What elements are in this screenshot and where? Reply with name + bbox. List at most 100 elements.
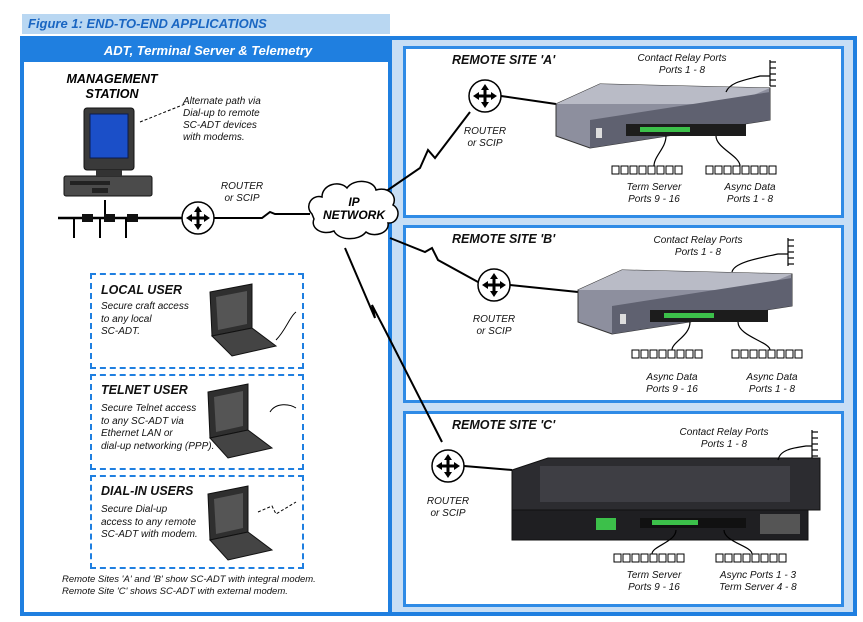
ip-network-line1: IP (348, 195, 360, 209)
footnote-line: Remote Sites 'A' and 'B' show SC-ADT wit… (62, 574, 316, 585)
desc-line: Secure craft access (101, 301, 189, 312)
relay-label-line1: Contact Relay Ports (653, 235, 743, 246)
port-label-line1: Async Data (724, 182, 776, 193)
site-b-left-port-label: Async Data Ports 9 - 16 (632, 372, 712, 396)
lan-to-router-link (213, 210, 310, 219)
port-pin (667, 349, 676, 359)
left-panel-header: ADT, Terminal Server & Telemetry (24, 40, 392, 62)
telnet-user-description: Secure Telnet access to any SC-ADT via E… (101, 403, 214, 453)
router-label-line2: or SCIP (476, 326, 512, 337)
footnote: Remote Sites 'A' and 'B' show SC-ADT wit… (62, 574, 316, 598)
management-station-icon (63, 103, 186, 197)
dial-in-laptop-icon (207, 485, 297, 561)
ip-network-label: IP NETWORK (318, 196, 390, 222)
port-pin (674, 165, 683, 175)
port-pin (640, 553, 649, 563)
main-router-label: ROUTER or SCIP (212, 181, 272, 205)
network-to-site-a-link (384, 111, 471, 193)
figure-frame (20, 36, 857, 616)
relay-label-line2: Ports 1 - 8 (658, 65, 706, 76)
port-label-line1: Async Data (646, 372, 698, 383)
port-label-line2: Ports 9 - 16 (628, 582, 680, 593)
relay-label-line2: Ports 1 - 8 (700, 439, 748, 450)
router-label-line2: or SCIP (430, 508, 466, 519)
port-label-line2: Ports 9 - 16 (628, 194, 680, 205)
desc-line: Secure Telnet access (101, 403, 197, 414)
port-label-line2: Ports 9 - 16 (646, 384, 698, 395)
router-label-line1: ROUTER (426, 496, 470, 507)
telnet-user-title: TELNET USER (101, 383, 188, 397)
router-label-line1: ROUTER (220, 181, 264, 192)
port-pin (638, 165, 647, 175)
port-pin (741, 165, 750, 175)
port-pin (714, 165, 723, 175)
site-b-router-label: ROUTER or SCIP (464, 314, 524, 338)
port-pin (776, 349, 785, 359)
port-connectors (611, 165, 803, 563)
port-pin (740, 349, 749, 359)
port-label-line2: Ports 1 - 8 (748, 384, 796, 395)
sc-adt-unit-b-icon (577, 269, 793, 335)
site-c-right-port-label: Async Ports 1 - 3 Term Server 4 - 8 (708, 570, 808, 594)
desc-line: to any local (101, 313, 152, 325)
sc-adt-unit-a-icon (555, 83, 771, 149)
port-pin (758, 349, 767, 359)
desc-line: dial-up networking (PPP). (101, 440, 215, 452)
telnet-user-box (90, 374, 304, 470)
port-pin (640, 349, 649, 359)
desc-line: SC-ADT. (101, 326, 141, 337)
port-pin (631, 349, 640, 359)
management-title-line1: MANAGEMENT (66, 72, 158, 86)
port-label-line2: Term Server 4 - 8 (719, 582, 797, 593)
desc-line: Ethernet LAN or (101, 428, 173, 439)
remote-site-c-title: REMOTE SITE 'C' (452, 418, 556, 432)
local-user-laptop-icon (209, 283, 297, 357)
port-pin (785, 349, 794, 359)
port-pin (676, 553, 685, 563)
ip-network-cloud (308, 180, 399, 240)
port-pin (778, 553, 787, 563)
site-a-router-icon (468, 79, 502, 113)
contact-relay-leads (651, 60, 818, 555)
port-pin (759, 165, 768, 175)
network-to-site-c-link (344, 247, 443, 443)
figure-title: Figure 1: END-TO-END APPLICATIONS (22, 14, 390, 34)
note-line: Dial-up to remote (183, 108, 260, 119)
router-label-line1: ROUTER (472, 314, 516, 325)
network-links (58, 111, 479, 443)
port-pin (694, 349, 703, 359)
port-pin (732, 165, 741, 175)
port-pin (750, 165, 759, 175)
relay-label-line1: Contact Relay Ports (679, 427, 769, 438)
port-pin (742, 553, 751, 563)
desc-line: SC-ADT with modem. (101, 529, 198, 540)
port-pin (685, 349, 694, 359)
port-pin (733, 553, 742, 563)
port-pin (656, 165, 665, 175)
port-pin (620, 165, 629, 175)
router-label-line2: or SCIP (224, 193, 260, 204)
port-pin (749, 349, 758, 359)
desc-line: access to any remote (101, 516, 197, 528)
site-a-right-port-label: Async Data Ports 1 - 8 (710, 182, 790, 206)
router-label-line1: ROUTER (463, 126, 507, 137)
note-line: with modems. (183, 132, 245, 143)
port-pin (676, 349, 685, 359)
port-label-line1: Async Data (746, 372, 798, 383)
port-pin (768, 165, 777, 175)
port-pin (649, 553, 658, 563)
router-label-line2: or SCIP (467, 138, 503, 149)
telnet-user-laptop-icon (207, 383, 297, 459)
port-pin (611, 165, 620, 175)
local-user-description: Secure craft access to any local SC-ADT. (101, 301, 189, 339)
dial-in-users-title: DIAL-IN USERS (101, 484, 194, 498)
site-a-router-label: ROUTER or SCIP (455, 126, 515, 150)
management-station-title: MANAGEMENT STATION (52, 72, 172, 102)
site-c-router-icon (431, 449, 465, 483)
port-pin (723, 165, 732, 175)
local-user-box (90, 273, 304, 369)
port-pin (760, 553, 769, 563)
remote-site-b-title: REMOTE SITE 'B' (452, 232, 556, 246)
desc-line: Secure Dial-up (101, 504, 168, 515)
